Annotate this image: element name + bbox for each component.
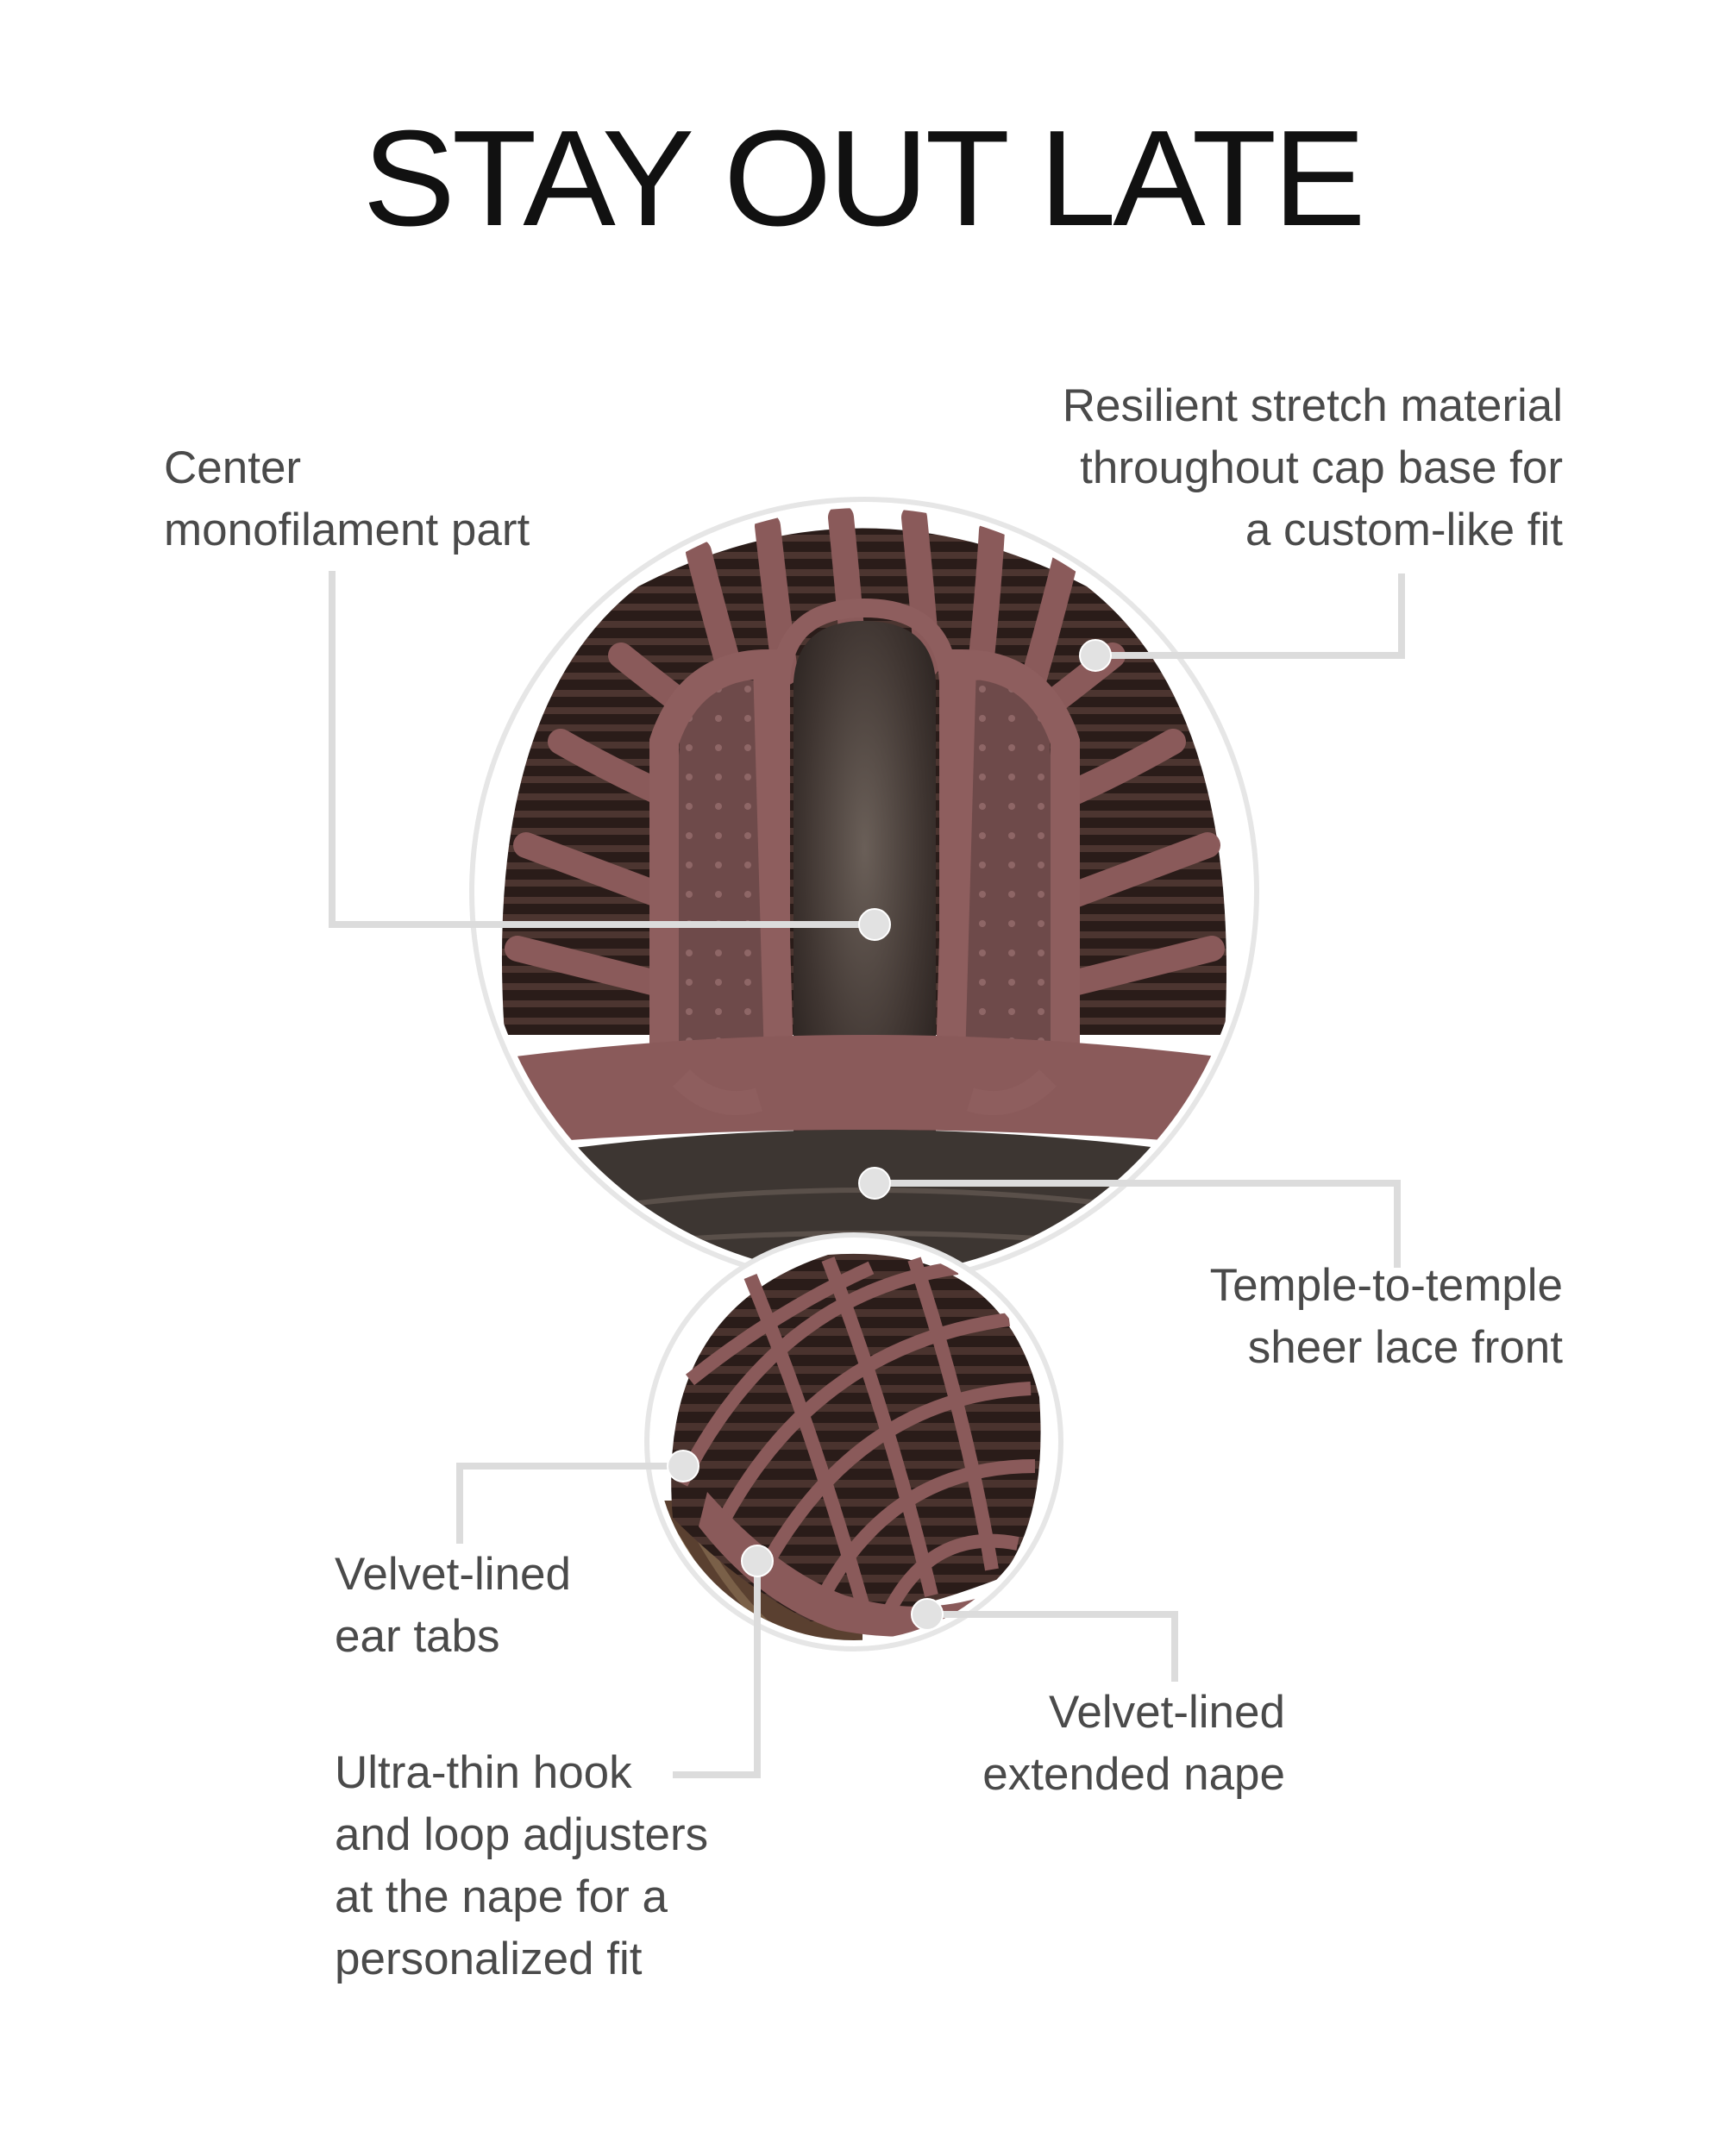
- dot-monofilament: [858, 908, 891, 941]
- dot-ear-tabs: [667, 1450, 699, 1482]
- dot-stretch: [1079, 639, 1112, 672]
- callout-nape: Velvet-lined extended nape: [982, 1687, 1285, 1800]
- main-cap-image: [469, 497, 1259, 1287]
- nape-cap-image: [644, 1232, 1063, 1651]
- callout-dots: [667, 639, 1112, 1631]
- leader-lines: [329, 571, 1405, 1778]
- dot-lace-front: [858, 1167, 891, 1200]
- callout-ear-tabs: Velvet-lined ear tabs: [335, 1549, 572, 1662]
- callout-hook-loop: Ultra-thin hook and loop adjusters at th…: [335, 1747, 709, 1984]
- dot-nape: [911, 1598, 944, 1631]
- callout-stretch: Resilient stretch material throughout ca…: [1062, 380, 1563, 555]
- callout-monofilament: Center monofilament part: [164, 442, 530, 555]
- dot-hook-loop: [741, 1545, 774, 1577]
- page-title: STAY OUT LATE: [362, 103, 1366, 254]
- callout-lace-front: Temple-to-temple sheer lace front: [1209, 1260, 1563, 1373]
